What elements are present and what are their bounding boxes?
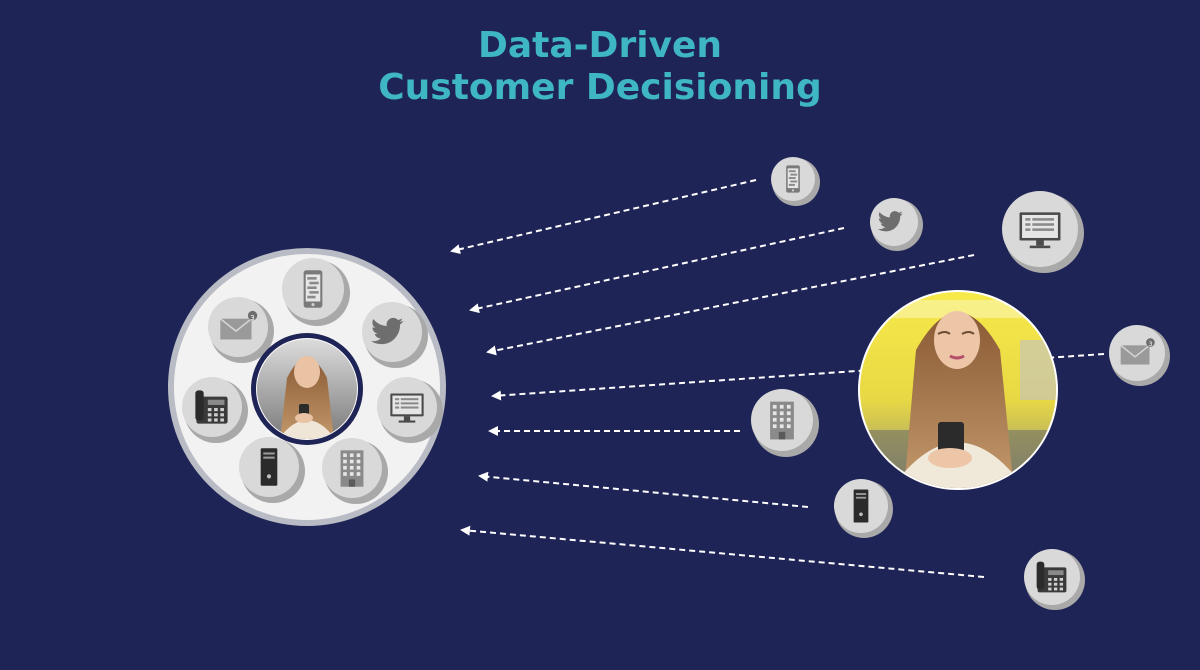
- hub-email-icon: 3: [208, 297, 274, 363]
- channel-building-icon: [751, 389, 819, 457]
- channel-mobile-icon: [771, 157, 820, 206]
- channel-twitter-icon: [870, 198, 923, 251]
- arrow-server: [478, 471, 809, 508]
- customer-hub: 3: [168, 248, 446, 526]
- customer-photo: [858, 290, 1058, 490]
- hub-building-icon: [322, 438, 388, 504]
- arrow-mobile: [450, 179, 757, 255]
- hub-phone-icon: [182, 377, 248, 443]
- hub-desktop-icon: [377, 377, 443, 443]
- hub-twitter-icon: [362, 302, 428, 368]
- arrow-desktop: [486, 254, 975, 356]
- channel-email-badge: 3: [1149, 341, 1153, 348]
- channel-email-icon: 3: [1109, 325, 1170, 386]
- hub-customer-photo: [251, 333, 363, 445]
- arrow-phone: [460, 525, 985, 578]
- title-line-1: Data-Driven: [477, 25, 723, 66]
- channel-server-icon: [834, 479, 893, 538]
- hub-email-badge: 3: [250, 314, 254, 322]
- hub-server-icon: [239, 437, 305, 503]
- channel-desktop-icon: [1002, 191, 1084, 273]
- title-line-2: Customer Decisioning: [378, 67, 822, 108]
- arrow-twitter: [469, 227, 845, 314]
- channel-phone-icon: [1024, 549, 1085, 610]
- hub-mobile-icon: [282, 258, 350, 326]
